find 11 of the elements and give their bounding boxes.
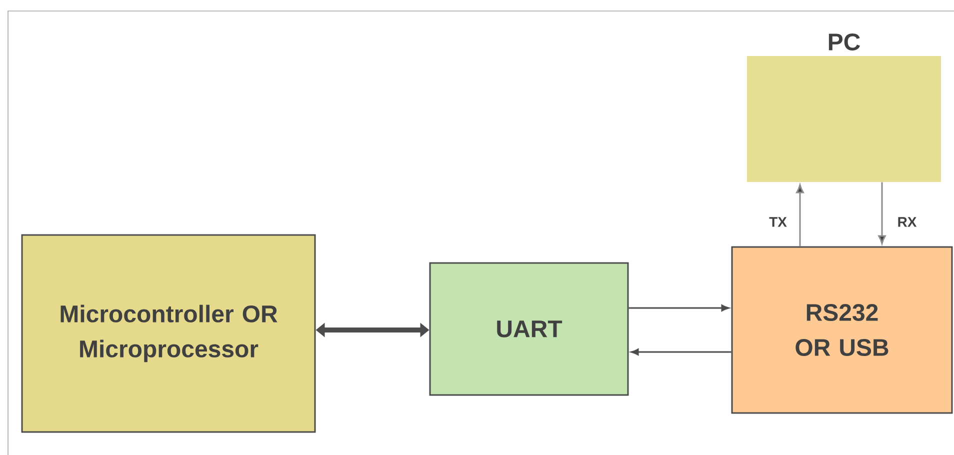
computer-box: PC [747,33,941,182]
arrow [796,184,804,246]
arrow [878,182,886,244]
arrow [628,304,730,312]
process-box: UART [429,262,629,396]
process-box: RS232 OR USB [731,246,953,414]
edge-label: TX [768,216,788,228]
node-label: PC [828,33,860,50]
process-box: Microcontroller OR Microprocessor [21,234,316,433]
edge-label: RX [896,216,918,228]
arrow [630,348,732,356]
